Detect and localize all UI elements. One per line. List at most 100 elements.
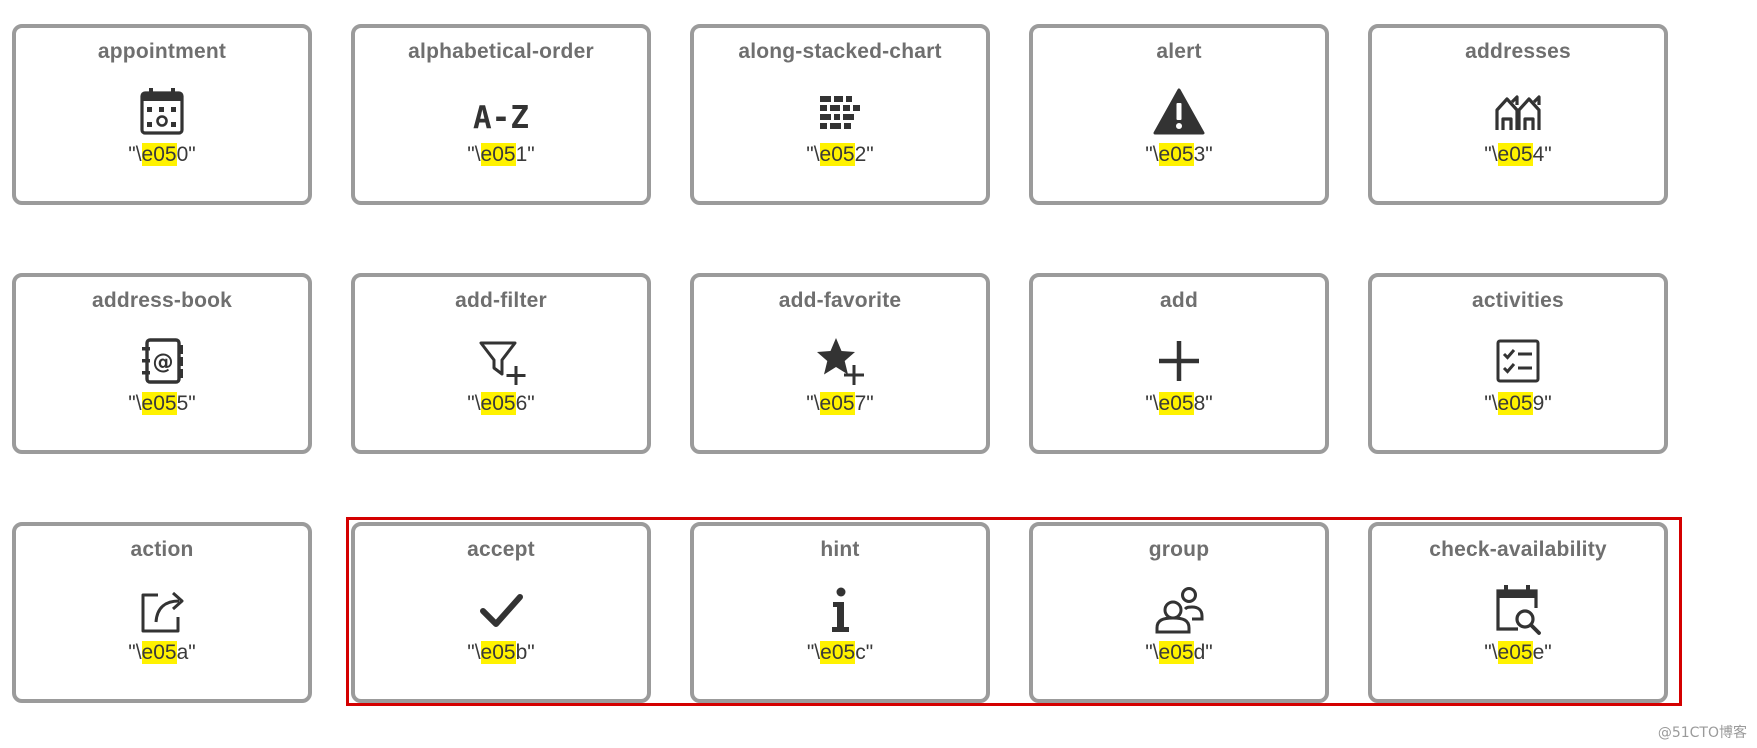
icon-code-prefix: "\ [467,143,481,166]
checkmark-icon [471,582,531,638]
icon-code-suffix: 7" [854,392,874,415]
share-arrow-icon [132,582,192,638]
icon-code: "\e05d" [1033,641,1325,665]
icon-code: "\e050" [16,143,308,167]
icon-code-highlight: e05 [819,143,855,166]
icon-card[interactable]: activities "\e059" [1368,273,1668,454]
icon-code-suffix: 8" [1193,392,1213,415]
icon-code-prefix: "\ [128,143,142,166]
icon-card[interactable]: add-favorite "\e057" [690,273,990,454]
warning-triangle-icon [1149,84,1209,140]
icon-card-title: accept [467,538,535,561]
icon-card[interactable]: address-book @ "\e055" [12,273,312,454]
icon-code-highlight: e05 [480,143,516,166]
icon-code: "\e055" [16,392,308,416]
icon-code: "\e059" [1372,392,1664,416]
icon-code: "\e05c" [694,641,986,665]
icon-card-title: activities [1472,289,1564,312]
icon-code-prefix: "\ [467,641,481,664]
icon-card[interactable]: add "\e058" [1029,273,1329,454]
star-plus-icon [810,333,870,389]
icon-code: "\e05a" [16,641,308,665]
icon-code-suffix: b" [515,641,535,664]
checklist-icon [1488,333,1548,389]
watermark: @51CTO博客 [1657,725,1747,741]
icon-card-title: addresses [1465,40,1571,63]
icon-card[interactable]: alert "\e053" [1029,24,1329,205]
icon-card-title: alert [1156,40,1202,63]
stacked-bars-icon [810,84,870,140]
icon-card-title: alphabetical-order [408,40,594,63]
icon-card-title: add-favorite [778,289,902,312]
icon-card[interactable]: along-stacked-chart "\e052" [690,24,990,205]
icon-code-suffix: 1" [515,143,535,166]
calendar-search-icon [1488,582,1548,638]
icon-code-prefix: "\ [1484,641,1498,664]
icon-card-title: add-filter [455,289,547,312]
icon-card[interactable]: addresses "\e054" [1368,24,1668,205]
icon-code: "\e05e" [1372,641,1664,665]
icon-code-suffix: 2" [854,143,874,166]
icon-card[interactable]: check-availability "\e05e" [1368,522,1668,703]
icon-code-prefix: "\ [1145,641,1159,664]
icon-code-prefix: "\ [806,641,821,664]
icon-code: "\e058" [1033,392,1325,416]
icon-code-suffix: a" [176,641,196,664]
icon-code-highlight: e05 [1497,392,1533,415]
icon-code-suffix: 5" [176,392,196,415]
svg-text:A-Z: A-Z [473,100,529,136]
icon-code-prefix: "\ [1484,392,1498,415]
icon-card[interactable]: appointment "\e050" [12,24,312,205]
filter-plus-icon [471,333,531,389]
icon-card[interactable]: group "\e05d" [1029,522,1329,703]
people-icon [1149,582,1209,638]
icon-code-highlight: e05 [141,392,177,415]
icon-card[interactable]: add-filter "\e056" [351,273,651,454]
icon-card-title: address-book [91,289,233,312]
icon-code-highlight: e05 [819,392,855,415]
icon-card-title: check-availability [1429,538,1607,561]
icon-code-prefix: "\ [806,392,820,415]
plus-icon [1149,333,1209,389]
icon-code-suffix: 3" [1193,143,1213,166]
icon-code-suffix: c" [855,641,874,664]
calendar-icon [132,84,192,140]
icon-card-title: group [1148,538,1210,561]
icon-code: "\e05b" [355,641,647,665]
icon-card[interactable]: accept "\e05b" [351,522,651,703]
icon-code: "\e057" [694,392,986,416]
icon-card-title: add [1160,289,1198,312]
icon-code-prefix: "\ [806,143,820,166]
icon-code-suffix: e" [1532,641,1552,664]
icon-card-title: along-stacked-chart [738,40,942,63]
icon-code-highlight: e05 [480,392,516,415]
icon-code-prefix: "\ [467,392,481,415]
icon-code-highlight: e05 [1158,392,1194,415]
icon-code-prefix: "\ [128,641,142,664]
icon-card-title: appointment [97,40,227,63]
icon-code-prefix: "\ [1145,143,1159,166]
icon-code-suffix: 0" [176,143,196,166]
icon-code-prefix: "\ [1145,392,1159,415]
icon-code-highlight: e05 [1158,143,1194,166]
icon-card-title: action [130,538,194,561]
icon-code-prefix: "\ [128,392,142,415]
icon-card[interactable]: hint "\e05c" [690,522,990,703]
icon-code: "\e051" [355,143,647,167]
icon-code: "\e056" [355,392,647,416]
info-icon [810,582,870,638]
houses-icon [1488,84,1548,140]
icon-code-suffix: 9" [1532,392,1552,415]
icon-card[interactable]: action "\e05a" [12,522,312,703]
icon-code: "\e054" [1372,143,1664,167]
icon-code-highlight: e05 [141,143,177,166]
icon-code-highlight: e05 [820,641,856,664]
icon-code-prefix: "\ [1484,143,1498,166]
icon-code-highlight: e05 [480,641,516,664]
icon-card-title: hint [820,538,860,561]
address-book-icon: @ [132,333,192,389]
icon-code-suffix: 6" [515,392,535,415]
svg-text:@: @ [153,350,174,374]
icon-code-highlight: e05 [1158,641,1194,664]
